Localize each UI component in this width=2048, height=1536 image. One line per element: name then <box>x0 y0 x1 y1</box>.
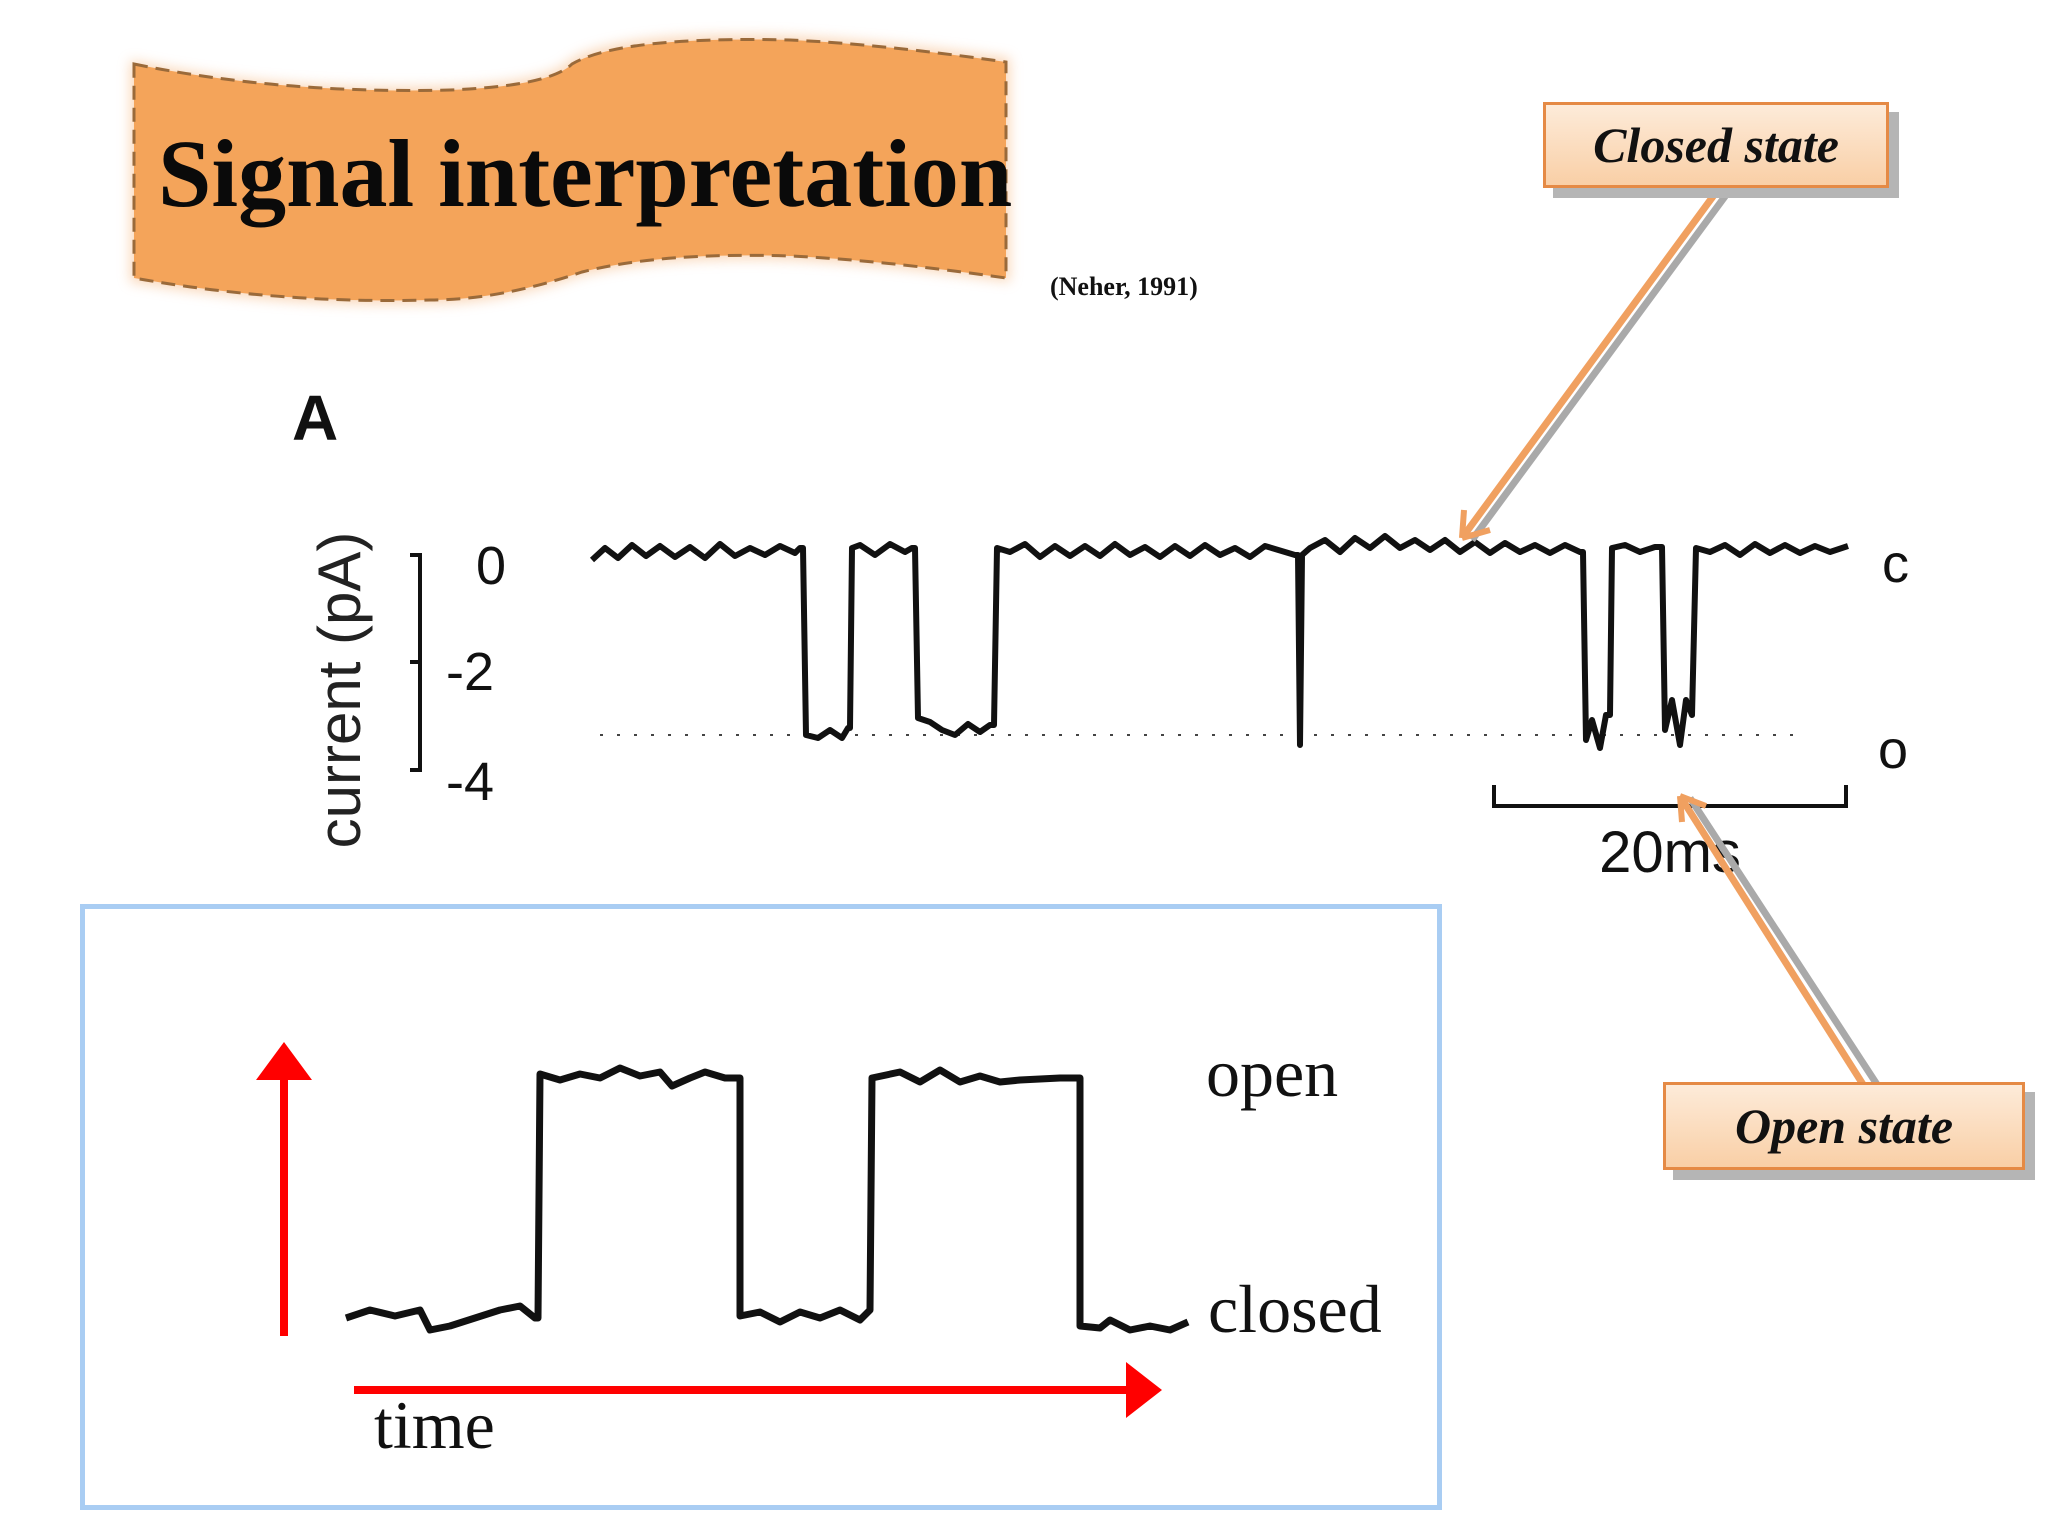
open-state-arrow <box>1677 793 1881 1088</box>
schematic-panel <box>80 904 1442 1510</box>
closed-label: closed <box>1208 1271 1382 1347</box>
time-label: time <box>374 1387 495 1463</box>
y-tick-minus4: -4 <box>446 752 494 812</box>
title-banner <box>130 35 1010 305</box>
current-trace <box>589 533 1849 751</box>
closed-marker: c <box>1882 534 1909 594</box>
closed-state-callout: Closed state <box>1543 102 1889 188</box>
open-label: open <box>1206 1035 1338 1111</box>
y-arrow-head <box>256 1042 312 1080</box>
panel-label: A <box>292 382 338 454</box>
citation: (Neher, 1991) <box>1050 272 1198 301</box>
y-axis-label: current (pA) <box>306 532 373 849</box>
y-tick-0: 0 <box>476 536 506 596</box>
schematic-trace <box>344 1064 1190 1334</box>
time-arrow-head <box>1126 1362 1162 1418</box>
open-marker: o <box>1878 720 1908 780</box>
open-state-callout: Open state <box>1663 1082 2025 1170</box>
page-title: Signal interpretation <box>158 120 1013 227</box>
y-tick-minus2: -2 <box>446 642 494 702</box>
time-scale-bar <box>1492 785 1848 808</box>
closed-state-arrow <box>1459 173 1743 543</box>
